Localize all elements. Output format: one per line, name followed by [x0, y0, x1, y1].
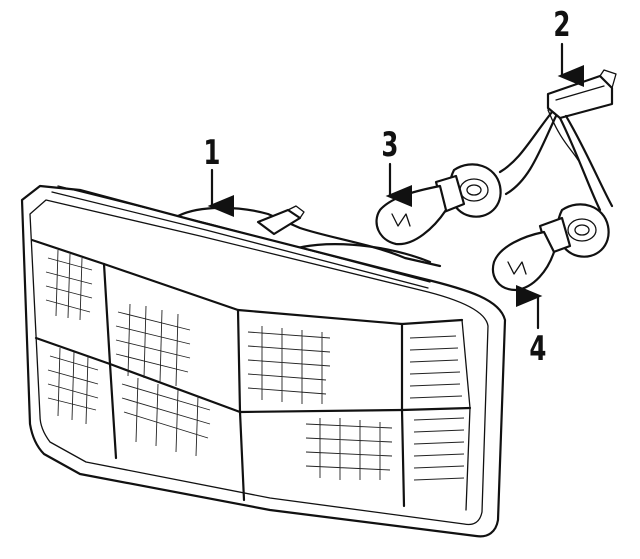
bulb-3 [375, 163, 502, 246]
callout-3: 3 [381, 125, 399, 165]
callout-1: 1 [203, 133, 221, 173]
callout-4: 4 [529, 329, 547, 369]
wiring-harness [498, 69, 617, 212]
callout-2: 2 [553, 5, 571, 45]
bulb-4 [491, 203, 610, 292]
lens-hatching [45, 249, 465, 481]
